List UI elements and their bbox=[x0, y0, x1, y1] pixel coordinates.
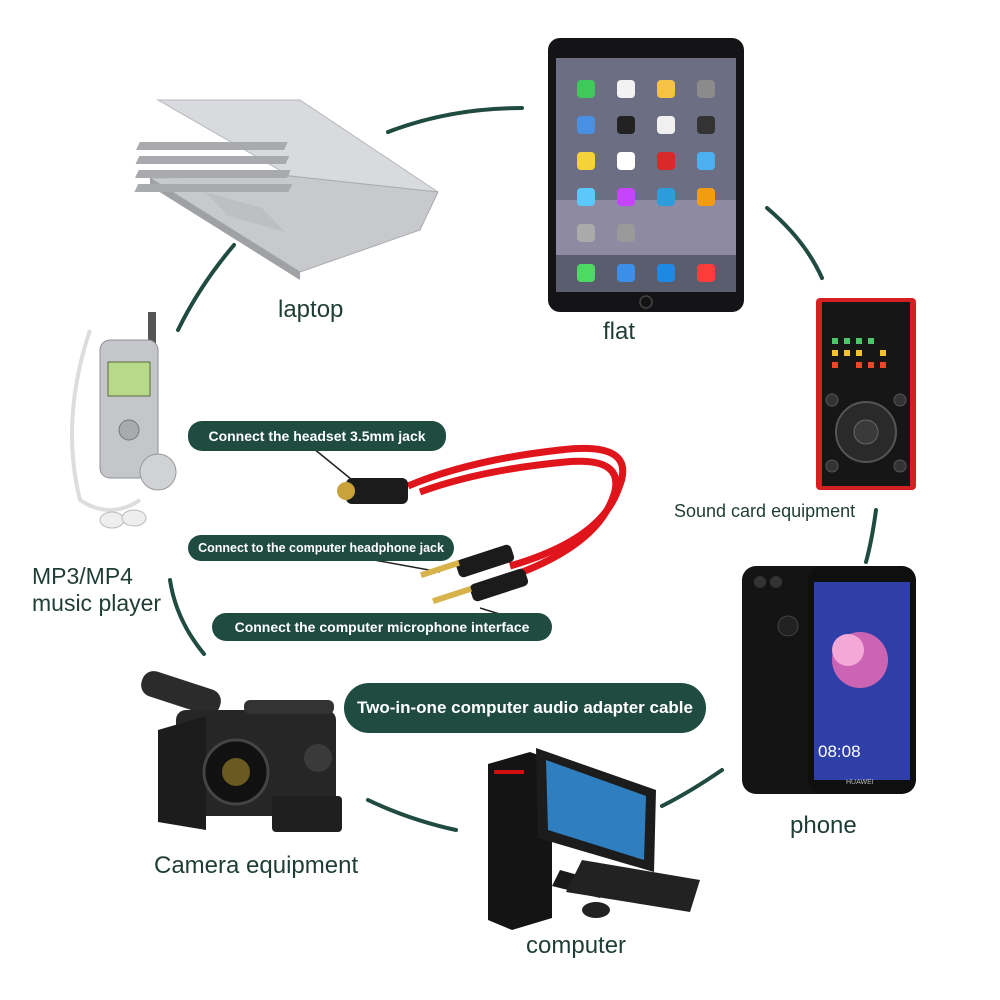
sound-card-label: Sound card equipment bbox=[674, 501, 856, 521]
computer-label: computer bbox=[526, 932, 627, 959]
phone-time: 08:08 bbox=[818, 742, 861, 761]
camera-label: Camera equipment bbox=[154, 852, 359, 879]
flat-label: flat bbox=[603, 318, 636, 345]
phone-label: phone bbox=[790, 812, 857, 839]
arc-soundcard-phone bbox=[864, 508, 878, 564]
laptop-label: laptop bbox=[278, 296, 344, 323]
product-title-banner: Two-in-one computer audio adapter cable bbox=[344, 683, 706, 733]
arc-phone-computer bbox=[660, 768, 724, 808]
phone-brand: HUAWEI bbox=[846, 779, 874, 786]
arc-computer-camera bbox=[366, 798, 458, 832]
arc-flat-soundcard bbox=[765, 206, 824, 280]
callout-headphone: Connect to the computer headphone jack bbox=[188, 535, 454, 561]
callout-microphone: Connect the computer microphone interfac… bbox=[212, 613, 552, 641]
arc-laptop-flat bbox=[386, 106, 524, 134]
arc-camera-mp3 bbox=[168, 578, 206, 656]
callout-headset: Connect the headset 3.5mm jack bbox=[188, 421, 446, 451]
mp3-label-line1: MP3/MP4 bbox=[32, 563, 133, 589]
mp3-label-line2: music player bbox=[32, 590, 162, 616]
arc-mp3-laptop bbox=[176, 243, 236, 332]
